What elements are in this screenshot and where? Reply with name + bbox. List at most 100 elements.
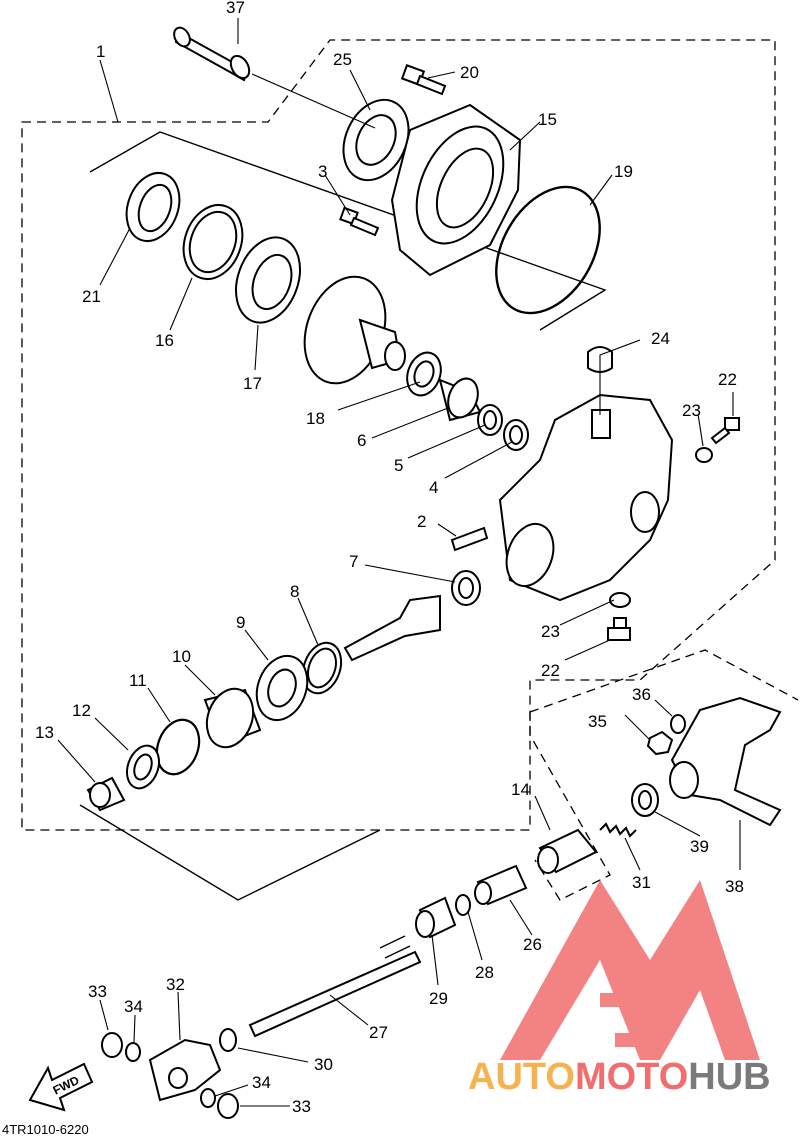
svg-text:AUTOMOTOHUB: AUTOMOTOHUB: [468, 1056, 771, 1098]
part-label: 33: [88, 982, 107, 1001]
part-label: 34: [124, 997, 143, 1016]
part-washer-34-top: [125, 1042, 141, 1062]
part-universal-joint-32: [148, 1038, 222, 1102]
part-bushing-4: [503, 419, 529, 451]
part-label: 35: [588, 712, 607, 731]
fwd-arrow-icon: FWD: [28, 1062, 94, 1112]
part-oring-19: [495, 185, 601, 315]
part-circlip-28: [455, 894, 471, 916]
part-label: 31: [632, 873, 651, 892]
part-label: 4: [429, 478, 438, 497]
part-bearing-6: [438, 377, 482, 422]
part-washer-5: [477, 404, 503, 436]
part-circlip-8: [301, 641, 343, 695]
part-bearing-33-top: [101, 1032, 123, 1058]
part-shim-18: [406, 351, 442, 397]
part-label: 30: [314, 1055, 333, 1074]
part-label: 11: [129, 671, 147, 690]
part-label: 20: [460, 63, 479, 82]
part-labels: 1 2 3 4 5 6 7 8 9 10 11 12 13 14 15 16 1…: [35, 0, 744, 1116]
part-label: 3: [318, 162, 327, 181]
part-label: 26: [523, 935, 542, 954]
part-retainer-10: [203, 687, 262, 749]
part-collar-26: [474, 864, 528, 906]
part-oil-seal-12: [126, 744, 160, 790]
part-stud-2: [450, 526, 489, 552]
part-boot-14: [537, 828, 598, 874]
part-label: 27: [369, 1023, 388, 1042]
part-circlip-30: [219, 1028, 237, 1052]
diagram-code: 4TR1010-6220: [2, 1122, 89, 1137]
pinion-group-outline: [89, 131, 607, 331]
part-label: 28: [475, 963, 494, 982]
part-label: 12: [72, 701, 91, 720]
part-label: 2: [417, 512, 426, 531]
part-label: 14: [511, 780, 530, 799]
watermark-brand-text: AUTOMOTOHUB: [468, 1056, 771, 1098]
part-label: 36: [632, 685, 651, 704]
part-bearing-7: [451, 570, 481, 606]
part-label: 22: [541, 661, 560, 680]
part-washer-23-lower: [609, 592, 631, 608]
leader-lines: [57, 18, 741, 1107]
part-label: 7: [349, 552, 358, 571]
watermark-logo-icon: [500, 880, 760, 1060]
part-bearing-9: [255, 654, 309, 722]
part-label: 13: [35, 723, 54, 742]
part-housing-cover-15: [390, 103, 522, 277]
part-shim-25: [342, 98, 410, 182]
part-bushing-39: [631, 783, 659, 817]
part-washer-23-upper: [695, 447, 713, 463]
part-drive-shaft-27: [248, 935, 422, 1038]
part-label: 1: [96, 42, 105, 61]
part-bolt-22-lower: [607, 617, 631, 641]
part-bracket-38: [669, 696, 782, 827]
part-nut-35: [646, 730, 674, 756]
watermark-part1: AUTO: [468, 1056, 575, 1098]
group-38-outline: [529, 649, 799, 901]
part-bearing-33-bottom: [217, 1093, 239, 1119]
part-label: 37: [226, 0, 245, 17]
part-label: 38: [725, 877, 744, 896]
part-label: 6: [357, 431, 366, 450]
part-label: 19: [614, 162, 633, 181]
part-label: 5: [394, 456, 403, 475]
part-label: 32: [166, 975, 185, 994]
part-sleeve-37: [173, 26, 251, 82]
part-coupling-29: [415, 896, 457, 939]
part-label: 29: [429, 989, 448, 1008]
part-label: 34: [252, 1073, 271, 1092]
part-collar-13: [86, 776, 126, 812]
part-label: 33: [292, 1097, 311, 1116]
part-bearing-17: [235, 236, 301, 324]
part-label: 16: [155, 331, 174, 350]
part-oring-11: [155, 718, 201, 776]
part-label: 23: [541, 622, 560, 641]
watermark-part2: MOTO: [575, 1056, 688, 1098]
watermark-part3: HUB: [688, 1056, 770, 1098]
part-bolt-20: [400, 64, 447, 96]
part-label: 15: [538, 110, 557, 129]
part-bolt-3: [339, 206, 380, 237]
part-label: 39: [690, 837, 709, 856]
part-label: 17: [243, 374, 262, 393]
part-label: 10: [172, 647, 191, 666]
part-pinion-gear: [343, 594, 441, 662]
part-gear-case: [498, 393, 674, 602]
part-label: 23: [682, 401, 701, 420]
part-label: 21: [82, 287, 101, 306]
part-label: 25: [333, 50, 352, 69]
part-label: 24: [651, 329, 670, 348]
part-washer-36: [670, 714, 686, 734]
part-ring-gear: [303, 275, 406, 385]
part-label: 8: [290, 582, 299, 601]
part-bolt-22-upper: [710, 417, 740, 445]
part-label: 9: [236, 613, 245, 632]
part-circlip-16: [182, 204, 244, 280]
part-washer-34-bottom: [200, 1088, 216, 1108]
lower-group-outline: [79, 804, 381, 901]
part-label: 18: [306, 409, 325, 428]
part-oil-seal-21: [125, 172, 181, 242]
part-label: 22: [718, 370, 737, 389]
